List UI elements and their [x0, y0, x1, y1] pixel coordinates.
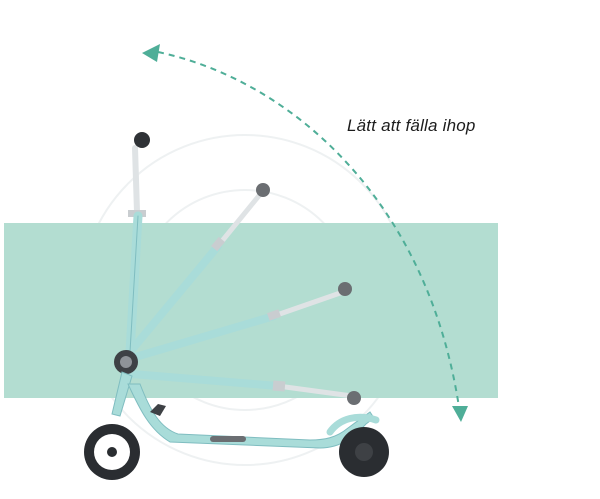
stem-position-3 — [128, 282, 352, 362]
background-band — [4, 223, 498, 398]
curved-arrow-icon — [157, 51, 461, 415]
stem-position-2 — [126, 183, 270, 356]
rear-wheel — [339, 427, 389, 477]
stem-position-4 — [128, 370, 361, 405]
front-wheel — [84, 424, 140, 480]
fold-hinge — [114, 350, 138, 374]
arrow-head-end — [452, 406, 468, 422]
upright-stem — [125, 132, 150, 357]
front-fork — [111, 371, 133, 417]
deck-grip — [210, 436, 246, 442]
arrow-head-start — [142, 44, 160, 62]
brake-lever — [150, 404, 166, 416]
folded-stem-positions — [126, 183, 361, 405]
rear-fender — [326, 413, 380, 436]
scooter-deck — [127, 383, 375, 449]
fold-caption: Lätt att fälla ihop — [347, 116, 476, 135]
